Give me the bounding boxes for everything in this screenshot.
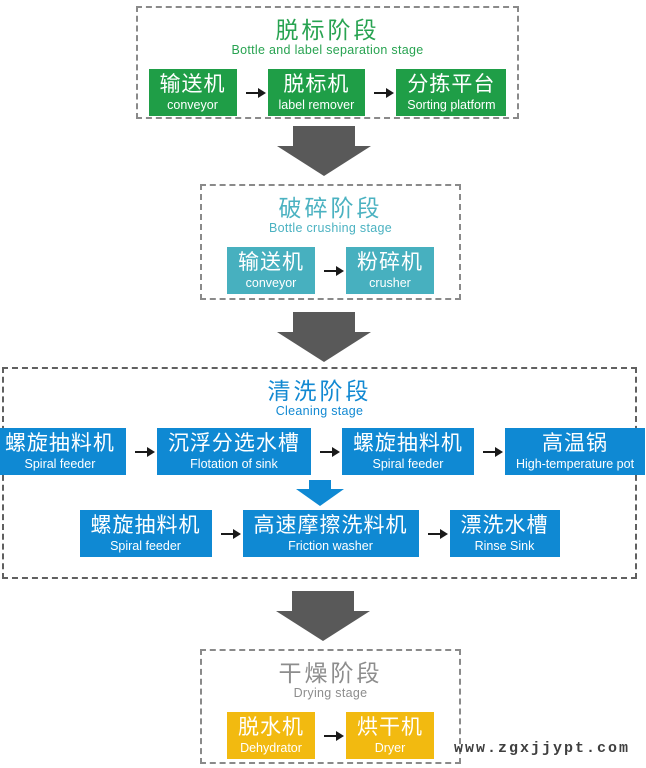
stage-title: 破碎阶段	[278, 195, 383, 221]
arrow-shaft	[293, 126, 355, 146]
flow-arrow-icon	[482, 446, 503, 457]
box-label-en: crusher	[369, 276, 411, 290]
box-label-en: Sorting platform	[407, 98, 496, 112]
box-label-zh: 脱标机	[283, 73, 350, 96]
box-label-en: Dryer	[374, 741, 406, 755]
stage-down-arrow-icon	[277, 312, 371, 362]
box-label-zh: 高速摩擦洗料机	[253, 514, 408, 537]
box-label-zh: 脱水机	[238, 716, 304, 739]
box-label-zh: 螺旋抽料机	[90, 514, 201, 537]
box-label-en: Rinse Sink	[474, 539, 535, 553]
flow-arrow-icon	[245, 87, 266, 98]
stage-box-row: 输送机 conveyor 粉碎机 crusher	[202, 247, 459, 294]
arrow-shaft	[308, 480, 331, 489]
stage-title: 干燥阶段	[278, 660, 383, 686]
box-label-en: Friction washer	[288, 539, 373, 553]
stage-subtitle: Bottle and label separation stage	[231, 43, 424, 57]
box-label-zh: 分拣平台	[407, 73, 496, 96]
box-label-en: Spiral feeder	[24, 457, 96, 471]
arrow-shaft	[293, 312, 355, 332]
stage-cleaning: 清洗阶段 Cleaning stage 螺旋抽料机 Spiral feeder …	[0, 367, 646, 579]
process-box-friction-washer: 高速摩擦洗料机 Friction washer	[242, 510, 419, 557]
box-label-en: label remover	[278, 98, 355, 112]
process-box-spiral-feeder: 螺旋抽料机 Spiral feeder	[79, 510, 212, 557]
process-box-dryer: 烘干机 Dryer	[346, 712, 434, 759]
stage-title: 清洗阶段	[267, 378, 372, 404]
process-box-crusher: 粉碎机 crusher	[346, 247, 434, 294]
stage-subtitle: Drying stage	[293, 686, 368, 700]
flow-arrow-icon	[220, 528, 241, 539]
box-label-en: Spiral feeder	[110, 539, 181, 553]
process-box-rinse-sink: 漂洗水槽 Rinse Sink	[449, 510, 560, 557]
process-box-label-remover: 脱标机 label remover	[267, 69, 366, 116]
box-label-en: Flotation of sink	[190, 457, 278, 471]
process-box-spiral-feeder: 螺旋抽料机 Spiral feeder	[341, 428, 474, 475]
stage-drying: 干燥阶段 Drying stage 脱水机 Dehydrator 烘干机 Dry…	[200, 649, 461, 764]
box-label-zh: 漂洗水槽	[460, 514, 549, 537]
process-box-spiral-feeder: 螺旋抽料机 Spiral feeder	[0, 428, 126, 475]
process-box-conveyor: 输送机 conveyor	[227, 247, 315, 294]
arrow-shaft	[292, 591, 354, 611]
stage-crushing: 破碎阶段 Bottle crushing stage 输送机 conveyor …	[200, 184, 461, 300]
box-label-en: conveyor	[245, 276, 297, 290]
stage-title: 脱标阶段	[275, 17, 380, 43]
stage-subtitle: Bottle crushing stage	[268, 221, 393, 235]
box-label-zh: 输送机	[238, 251, 304, 274]
box-label-en: High-temperature pot	[515, 457, 635, 471]
box-label-en: Spiral feeder	[372, 457, 444, 471]
process-box-high-temperature-pot: 高温锅 High-temperature pot	[504, 428, 646, 475]
flow-arrow-icon	[374, 87, 395, 98]
stage-down-arrow-icon	[276, 591, 370, 641]
arrow-head	[295, 489, 344, 506]
stage-box-row: 螺旋抽料机 Spiral feeder 高速摩擦洗料机 Friction was…	[4, 510, 635, 557]
stage-subtitle: Cleaning stage	[275, 404, 364, 418]
box-label-zh: 螺旋抽料机	[352, 432, 463, 455]
box-label-zh: 粉碎机	[357, 251, 423, 274]
stage-separation: 脱标阶段 Bottle and label separation stage 输…	[136, 6, 519, 119]
flow-arrow-icon	[319, 446, 340, 457]
flow-arrow-icon	[324, 730, 344, 741]
flow-arrow-icon	[427, 528, 448, 539]
box-label-zh: 沉浮分选水槽	[167, 432, 300, 455]
stage-box-row: 螺旋抽料机 Spiral feeder 沉浮分选水槽 Flotation of …	[0, 428, 646, 475]
box-label-zh: 高温锅	[542, 432, 608, 455]
box-label-zh: 输送机	[159, 73, 226, 96]
arrow-head	[277, 146, 371, 176]
stage-down-arrow-icon	[277, 126, 371, 176]
flow-arrow-icon	[134, 446, 155, 457]
row-down-arrow-icon	[295, 480, 344, 506]
arrow-head	[276, 611, 370, 641]
watermark-url: www.zgxjjypt.com	[453, 740, 630, 757]
stage-box-row: 脱水机 Dehydrator 烘干机 Dryer	[202, 712, 459, 759]
box-label-zh: 烘干机	[357, 716, 423, 739]
process-box-conveyor: 输送机 conveyor	[148, 69, 237, 116]
box-label-en: Dehydrator	[240, 741, 302, 755]
box-label-zh: 螺旋抽料机	[4, 432, 115, 455]
flow-arrow-icon	[324, 265, 344, 276]
process-box-dehydrator: 脱水机 Dehydrator	[227, 712, 315, 759]
process-box-sorting-platform: 分拣平台 Sorting platform	[396, 69, 507, 116]
box-label-en: conveyor	[167, 98, 218, 112]
process-box-flotation-sink: 沉浮分选水槽 Flotation of sink	[156, 428, 311, 475]
stage-box-row: 输送机 conveyor 脱标机 label remover 分拣平台 Sort…	[138, 69, 517, 116]
arrow-head	[277, 332, 371, 362]
